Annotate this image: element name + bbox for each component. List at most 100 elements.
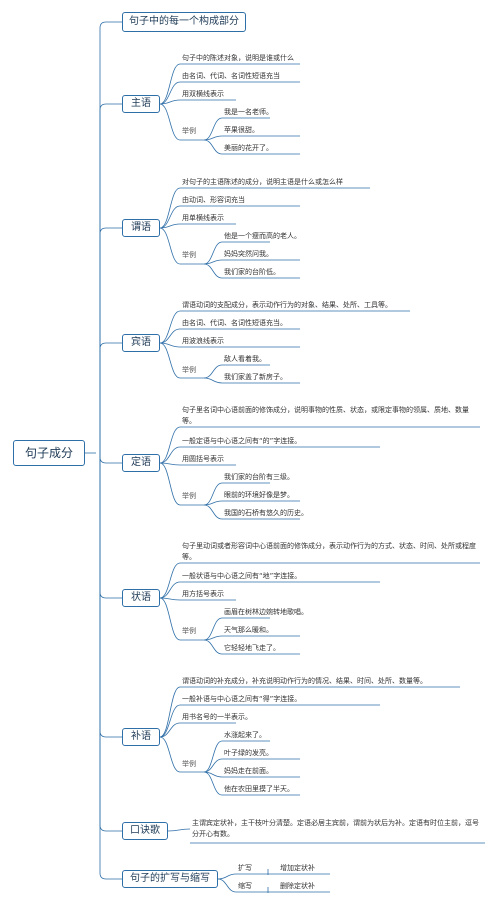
component-1-example-curve-0 bbox=[203, 241, 223, 265]
subject-example-2: 苹果很甜。 bbox=[224, 126, 259, 134]
component-3-link-0 bbox=[159, 426, 181, 464]
adverbial-example-2: 天气那么暖和。 bbox=[224, 626, 273, 634]
mnemonic-link bbox=[167, 828, 191, 832]
branch-link-8 bbox=[99, 453, 122, 880]
complement-mark: 用书名号的一半表示。 bbox=[182, 713, 252, 721]
node-mnemonic[interactable]: 口诀歌 bbox=[122, 822, 168, 840]
branch-link-4 bbox=[99, 453, 122, 464]
adverbial-rule: 一般状语与中心语之间有“地”字连接。 bbox=[182, 572, 302, 580]
expansion-link-1 bbox=[217, 873, 237, 880]
component-4-example-link bbox=[159, 597, 181, 641]
component-5-link-2 bbox=[159, 722, 181, 738]
component-5-example-curve-3 bbox=[203, 771, 223, 796]
expansion-value-1: 增加定状补 bbox=[280, 864, 315, 872]
attributive-example-label: 举例 bbox=[182, 492, 196, 500]
branch-link-1 bbox=[99, 103, 122, 453]
object-desc: 谓语动词的支配成分，表示动作行为的对象、结果、处所、工具等。 bbox=[182, 301, 392, 309]
node-predicate[interactable]: 谓语 bbox=[122, 219, 160, 237]
object-fill: 由名词、代词、名词性短语充当。 bbox=[182, 319, 287, 327]
adverbial-mark: 用方括号表示 bbox=[182, 590, 224, 598]
complement-example-4: 他在农田里摸了半天。 bbox=[224, 785, 294, 793]
attributive-example-1: 我们家的台阶有三级。 bbox=[224, 473, 294, 481]
complement-rule: 一般补语与中心语之间有“得”字连接。 bbox=[182, 695, 302, 703]
component-2-example-link bbox=[159, 342, 181, 379]
node-attributive[interactable]: 定语 bbox=[122, 454, 160, 472]
component-0-example-curve-0 bbox=[203, 117, 223, 141]
component-4-example-curve-0 bbox=[203, 617, 223, 641]
component-3-example-curve-2 bbox=[203, 504, 223, 520]
branch-link-7 bbox=[99, 453, 122, 832]
predicate-example-2: 妈妈突然问我。 bbox=[224, 250, 273, 258]
expansion-key-1: 扩写 bbox=[238, 864, 252, 872]
attributive-example-3: 我国的石桥有悠久的历史。 bbox=[224, 509, 308, 517]
complement-example-2: 叶子绿的发亮。 bbox=[224, 749, 273, 757]
component-3-link-1 bbox=[159, 446, 181, 464]
component-2-example-curve-1 bbox=[203, 377, 223, 384]
subject-example-3: 美丽的花开了。 bbox=[224, 144, 273, 152]
component-2-link-0 bbox=[159, 310, 181, 344]
predicate-example-label: 举例 bbox=[182, 251, 196, 259]
component-3-example-link bbox=[159, 462, 181, 506]
component-5-example-link bbox=[159, 736, 181, 773]
attributive-example-2: 眼前的环境好像是梦。 bbox=[224, 491, 294, 499]
expansion-link-2 bbox=[217, 878, 237, 893]
node-complement[interactable]: 补语 bbox=[122, 728, 160, 746]
node-adverbial[interactable]: 状语 bbox=[122, 589, 160, 607]
component-4-example-curve-2 bbox=[203, 639, 223, 655]
adverbial-desc: 句子里动词或者形容词中心语前面的修饰成分，表示动作行为的方式、状态、时间、处所或… bbox=[182, 542, 476, 561]
component-4-link-0 bbox=[159, 562, 181, 599]
predicate-example-3: 我们家的台阶低。 bbox=[224, 268, 280, 276]
component-1-example-curve-2 bbox=[203, 263, 223, 279]
adverbial-example-1: 画眉在树林边婉转地歌唱。 bbox=[224, 608, 308, 616]
branch-link-3 bbox=[99, 342, 122, 453]
branch-link-2 bbox=[99, 227, 122, 453]
component-1-example-link bbox=[159, 227, 181, 265]
branch-link-5 bbox=[99, 453, 122, 599]
component-5-link-0 bbox=[159, 686, 181, 738]
predicate-fill: 由动词、形容词充当 bbox=[182, 196, 245, 204]
component-1-link-1 bbox=[159, 205, 181, 229]
component-0-link-0 bbox=[159, 63, 181, 105]
component-0-link-1 bbox=[159, 81, 181, 105]
attributive-mark: 用圆括号表示 bbox=[182, 455, 224, 463]
branch-link-0 bbox=[99, 21, 122, 453]
expansion-key-2: 缩写 bbox=[238, 882, 252, 890]
adverbial-example-label: 举例 bbox=[182, 627, 196, 635]
definition-node[interactable]: 句子中的每一个构成部分 bbox=[122, 12, 246, 32]
mnemonic-text: 主谓宾定状补，主干枝叶分清楚。定语必居主宾前，谓前为状后为补。定语有时位主前，逗… bbox=[192, 819, 479, 838]
complement-example-3: 妈妈走在前面。 bbox=[224, 767, 273, 775]
node-expansion[interactable]: 句子的扩写与缩写 bbox=[122, 870, 218, 888]
object-example-1: 敌人看着我。 bbox=[224, 355, 266, 363]
node-subject[interactable]: 主语 bbox=[122, 95, 160, 113]
predicate-example-1: 他是一个瘦而高的老人。 bbox=[224, 232, 301, 240]
object-example-label: 举例 bbox=[182, 366, 196, 374]
complement-example-label: 举例 bbox=[182, 760, 196, 768]
attributive-rule: 一般定语与中心语之间有“的”字连接。 bbox=[182, 437, 302, 445]
object-mark: 用波浪线表示 bbox=[182, 337, 224, 345]
component-0-link-2 bbox=[159, 99, 181, 105]
predicate-mark: 用单横线表示 bbox=[182, 214, 224, 222]
node-object[interactable]: 宾语 bbox=[122, 334, 160, 352]
expansion-value-2: 删除定状补 bbox=[280, 882, 315, 890]
subject-mark: 用双横线表示 bbox=[182, 90, 224, 98]
component-0-example-curve-2 bbox=[203, 139, 223, 155]
component-2-example-curve-0 bbox=[203, 364, 223, 379]
subject-example-label: 举例 bbox=[182, 127, 196, 135]
complement-example-1: 水涨起来了。 bbox=[224, 731, 266, 739]
component-4-link-1 bbox=[159, 581, 181, 599]
component-0-example-link bbox=[159, 103, 181, 141]
component-2-link-1 bbox=[159, 328, 181, 344]
root-node[interactable]: 句子成分 bbox=[13, 440, 85, 466]
component-1-link-2 bbox=[159, 223, 181, 229]
component-5-example-curve-1 bbox=[203, 758, 223, 773]
component-1-link-0 bbox=[159, 187, 181, 229]
branch-link-6 bbox=[99, 453, 122, 738]
component-2-link-2 bbox=[159, 342, 181, 348]
attributive-desc: 句子里名词中心语前面的修饰成分，说明事物的性质、状态，或限定事物的领属、质地、数… bbox=[182, 406, 469, 425]
predicate-desc: 对句子的主语陈述的成分，说明主语是什么或怎么样 bbox=[182, 178, 343, 186]
subject-desc: 句子中的陈述对象，说明是谁或什么 bbox=[182, 54, 294, 62]
component-3-example-curve-0 bbox=[203, 482, 223, 506]
component-5-link-1 bbox=[159, 704, 181, 738]
component-3-link-2 bbox=[159, 462, 181, 466]
